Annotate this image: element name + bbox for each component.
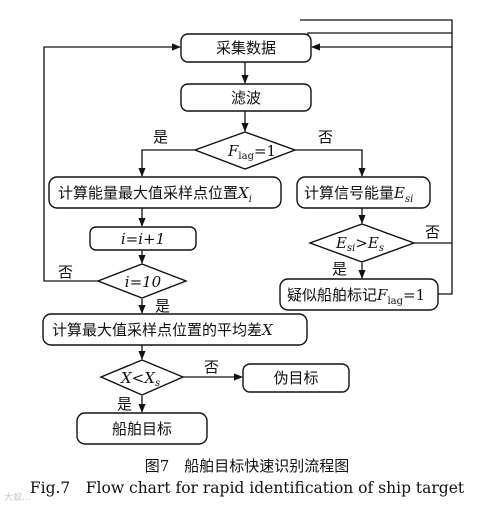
- label-d4-yes: 是: [117, 395, 132, 413]
- label-d2-yes: 是: [332, 260, 347, 278]
- decision-counter-label: i=10: [125, 273, 162, 291]
- caption-chinese: 图7 船舶目标快速识别流程图: [145, 457, 350, 475]
- decision-flag-sub: lag: [238, 151, 254, 162]
- decision-counter: i=10: [96, 263, 188, 299]
- node-suspect-mark-sub: lag: [387, 296, 403, 307]
- node-calc-signal-label: 计算信号能量: [304, 184, 394, 202]
- edge-right-return: [300, 19, 453, 33]
- node-fake-target: 伪目标: [242, 363, 350, 393]
- svg-text:Esi>Es: Esi>Es: [335, 234, 384, 254]
- decision-energy-compare: Esi>Es: [307, 223, 417, 263]
- decision-threshold-label: X<X: [120, 369, 156, 387]
- node-calc-energy-max-var: X: [237, 184, 250, 202]
- node-suspect-mark-label: 疑似船舶标记: [287, 286, 377, 304]
- node-avg-diff-label: 计算最大值采样点位置的平均差: [52, 321, 262, 339]
- svg-text:X<Xs: X<Xs: [120, 369, 160, 389]
- edge-d1-no: [295, 149, 366, 177]
- label-d1-no: 否: [318, 128, 333, 146]
- node-calc-signal: 计算信号能量Esi: [296, 176, 431, 209]
- edge-d1-yes: [138, 149, 195, 177]
- caption-english: Fig.7 Flow chart for rapid identificatio…: [30, 479, 465, 497]
- label-d1-yes: 是: [153, 128, 168, 146]
- node-ship-target-label: 船舶目标: [112, 420, 172, 438]
- svg-text:计算信号能量Esi: 计算信号能量Esi: [304, 184, 413, 205]
- node-collect-data: 采集数据: [180, 33, 312, 63]
- node-calc-signal-var: E: [393, 184, 405, 202]
- node-suspect-mark-eq: =1: [403, 286, 425, 304]
- svg-text:Flag=1: Flag=1: [227, 142, 276, 162]
- node-filter: 滤波: [180, 83, 312, 112]
- node-calc-energy-max-label: 计算能量最大值采样点位置: [58, 184, 238, 202]
- decision-threshold: X<Xs: [99, 359, 185, 396]
- decision-energy-compare-sub2: s: [379, 243, 384, 254]
- edge-d3-no-loop: [43, 43, 181, 282]
- node-avg-diff-var: X: [261, 321, 274, 339]
- decision-flag: Flag=1: [192, 131, 298, 170]
- node-suspect-mark-var: F: [376, 286, 388, 304]
- node-suspect-mark: 疑似船舶标记Flag=1: [279, 278, 439, 311]
- watermark: 大蚁...: [4, 491, 31, 503]
- node-increment: i=i+1: [89, 226, 197, 251]
- decision-energy-compare-op: >E: [355, 234, 379, 252]
- node-collect-data-label: 采集数据: [216, 39, 276, 57]
- svg-text:计算能量最大值采样点位置Xi: 计算能量最大值采样点位置Xi: [58, 184, 252, 205]
- decision-energy-compare-sub1: si: [347, 243, 355, 254]
- node-filter-label: 滤波: [231, 89, 261, 107]
- decision-energy-compare-var1: E: [335, 234, 347, 252]
- node-ship-target: 船舶目标: [76, 412, 208, 445]
- decision-threshold-sub: s: [155, 378, 160, 389]
- node-increment-label: i=i+1: [121, 230, 165, 248]
- edge-suspect-loop: [438, 243, 453, 295]
- decision-flag-var: F: [227, 142, 239, 160]
- label-d3-yes: 是: [155, 297, 170, 315]
- decision-flag-eq: =1: [254, 142, 276, 160]
- label-d4-no: 否: [204, 358, 219, 376]
- svg-text:疑似船舶标记Flag=1: 疑似船舶标记Flag=1: [287, 286, 425, 307]
- label-d2-no: 否: [425, 223, 440, 241]
- label-d3-no: 否: [58, 263, 73, 281]
- node-calc-signal-sub: si: [405, 194, 413, 205]
- node-avg-diff: 计算最大值采样点位置的平均差X: [42, 313, 308, 346]
- svg-text:计算最大值采样点位置的平均差X: 计算最大值采样点位置的平均差X: [52, 321, 274, 339]
- node-calc-energy-max-sub: i: [249, 194, 252, 205]
- node-calc-energy-max: 计算能量最大值采样点位置Xi: [48, 176, 282, 209]
- node-fake-target-label: 伪目标: [273, 369, 318, 387]
